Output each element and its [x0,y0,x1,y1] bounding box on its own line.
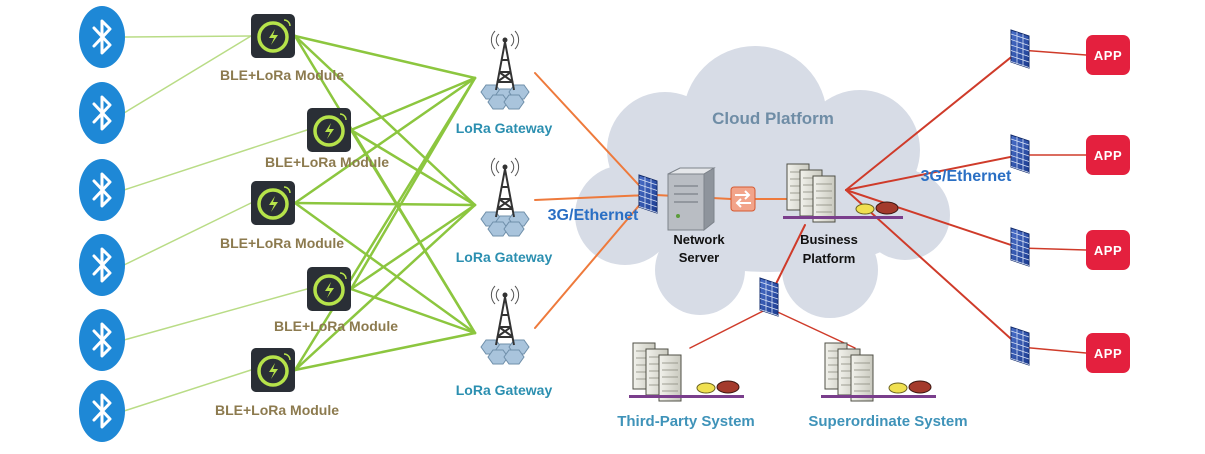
app-icon: APP [1086,230,1130,270]
module-gateway-link [349,203,477,291]
third-party-system-label: Third-Party System [617,413,755,430]
ble-lora-module-icon [251,14,295,58]
business-firewall-link [845,189,1021,249]
app-label: APP [1094,346,1122,361]
business-firewall-link [845,154,1021,191]
external-systems [629,342,936,402]
firewall-icon [1010,29,1030,69]
gateway-label: LoRa Gateway [456,382,553,398]
gateway-firewall-link [534,72,649,196]
firewall-app-link [1019,346,1087,354]
midfw-thirdparty-link [689,307,770,349]
net-label-left: 3G/Ethernet [548,207,639,224]
module-gateway-link [349,287,477,335]
app-icon: APP [1086,333,1130,373]
bluetooth-icon [79,309,125,371]
network-server-label-line2: Server [679,250,719,265]
app-icon: APP [1086,35,1130,75]
module-label: BLE+LoRa Module [220,235,344,251]
business-platform-servers [783,163,903,223]
module-gateway-link [349,128,477,207]
module-gateway-link [293,34,477,80]
firewall-icon [1010,134,1030,174]
lora-gateway-icon [480,30,530,110]
cloud-platform-label: Cloud Platform [712,109,834,128]
superordinate-server-stack [821,342,936,402]
lora-gateway-icon [480,285,530,365]
firewall-app-link [1019,49,1087,56]
business-platform-label-line1: Business [800,232,858,247]
module-label: BLE+LoRa Module [220,67,344,83]
business-server-stack [783,163,903,223]
firewall-icon [1010,227,1030,267]
bluetooth-icon [79,234,125,296]
bt-module-link [123,288,308,341]
gateway-label: LoRa Gateway [456,249,553,265]
superordinate-system-label: Superordinate System [808,413,967,430]
ble-lora-module-icon [307,267,351,311]
bt-module-link [123,129,308,191]
bt-module-link [123,35,252,114]
module-gateway-link [293,76,477,205]
module-gateway-link [349,128,477,335]
net-label-right: 3G/Ethernet [921,168,1012,185]
business-firewall-link [845,49,1021,191]
firewall-app-link [1019,247,1087,251]
firewall-icon [759,277,779,317]
bt-module-link [123,35,252,38]
firewall-icon [1010,326,1030,366]
module-label: BLE+LoRa Module [265,154,389,170]
module-gateway-link [293,203,477,372]
module-gateway-link [293,201,477,335]
module-label: BLE+LoRa Module [274,318,398,334]
midfw-superordinate-link [768,307,856,349]
bluetooth-icon [79,82,125,144]
third-party-server-stack [629,342,744,402]
bt-module-link [123,202,252,266]
ble-lora-module-icon [307,108,351,152]
gateway-firewall-link [534,194,649,329]
bluetooth-icon [79,6,125,68]
module-gateway-link [349,76,477,132]
module-gateway-link [293,34,477,207]
gateway-firewall-link [534,194,649,201]
lora-gateway-icon [480,157,530,237]
business-platform-label-line2: Platform [803,251,856,266]
bluetooth-icon [79,159,125,221]
router-icon [730,186,756,212]
ble-lora-module-icon [251,181,295,225]
app-label: APP [1094,148,1122,163]
cloud-platform: Cloud Platform [575,46,950,318]
app-label: APP [1094,48,1122,63]
app-label: APP [1094,243,1122,258]
network-server [667,167,716,232]
module-gateway-link [293,201,477,207]
module-gateway-link [293,331,477,372]
module-gateway-link [293,76,477,372]
bt-module-link [123,369,252,412]
network-server-label-line1: Network [673,232,725,247]
bluetooth-icon [79,380,125,442]
gateway-label: LoRa Gateway [456,120,553,136]
app-icon: APP [1086,135,1130,175]
firewall-icon [638,174,658,214]
module-label: BLE+LoRa Module [215,402,339,418]
ble-lora-module-icon [251,348,295,392]
